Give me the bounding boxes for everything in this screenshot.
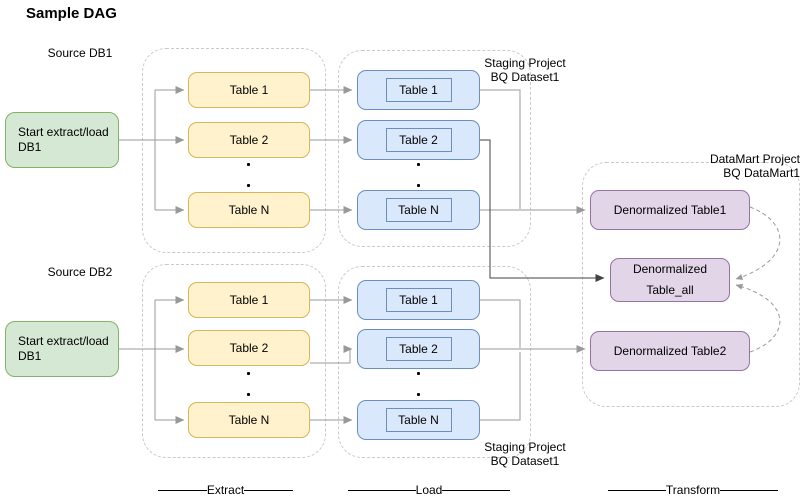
load-db1-table-2: Table 2 — [357, 120, 480, 160]
table-inner-rect: Table N — [385, 408, 452, 432]
ellipsis-dot — [247, 184, 250, 187]
table-inner-rect: Table 2 — [385, 128, 452, 152]
load-db1-table-1: Table 1 — [357, 70, 480, 110]
datamart-project-label: DataMart Project BQ DataMart1 — [687, 152, 800, 180]
stage-label-text: Load — [415, 483, 443, 497]
extract-db2-table-n: Table N — [188, 402, 310, 438]
extract-db1-table-2: Table 2 — [188, 122, 310, 158]
table-inner-rect: Table 2 — [385, 337, 452, 361]
stage-line-right — [244, 489, 293, 491]
stage-label-text: Extract — [206, 483, 245, 497]
denormalized-table2-node: Denormalized Table2 — [590, 331, 750, 371]
stage-line-left — [608, 489, 666, 491]
stage-line-left — [348, 489, 416, 491]
staging-project-line1: Staging Project — [484, 56, 566, 70]
stage-line-right — [720, 489, 779, 491]
extract-db1-table-n: Table N — [188, 192, 310, 228]
ellipsis-dot — [417, 163, 420, 166]
stage-line-left — [158, 489, 207, 491]
table-inner-rect: Table 1 — [385, 288, 452, 312]
start-extract-load-db2-node: Start extract/load DB1 — [5, 321, 119, 377]
start-node-text-line2: DB1 — [18, 349, 42, 363]
start-node-text-line1: Start extract/load — [18, 125, 109, 139]
load-db1-table-n: Table N — [357, 190, 480, 230]
table-inner-rect: Table N — [385, 198, 452, 222]
page-title: Sample DAG — [26, 5, 117, 22]
stage-label-extract: Extract — [158, 483, 293, 497]
source-db2-label: Source DB2 — [47, 265, 113, 279]
start-node-text-line2: DB1 — [18, 140, 42, 154]
ellipsis-dot — [417, 184, 420, 187]
ellipsis-dot — [417, 372, 420, 375]
table-all-line2: Table_all — [646, 283, 694, 297]
ellipsis-dot — [417, 393, 420, 396]
denormalized-table-all-node: Denormalized Table_all — [610, 258, 730, 302]
source-db1-label: Source DB1 — [47, 46, 113, 60]
denormalized-table1-node: Denormalized Table1 — [590, 190, 750, 230]
stage-line-right — [442, 489, 511, 491]
extract-db2-table-2: Table 2 — [188, 330, 310, 366]
stage-label-text: Transform — [665, 483, 721, 497]
ellipsis-dot — [247, 163, 250, 166]
extract-db1-table-1: Table 1 — [188, 72, 310, 108]
staging-project-label-top: Staging Project BQ Dataset1 — [462, 56, 588, 84]
staging-project-line1: Staging Project — [484, 440, 566, 454]
load-db2-table-2: Table 2 — [357, 329, 480, 369]
transform-group — [582, 162, 800, 407]
load-db2-table-1: Table 1 — [357, 280, 480, 320]
stage-label-load: Load — [348, 483, 511, 497]
table-all-line1: Denormalized — [632, 262, 708, 276]
datamart-line2: BQ DataMart1 — [723, 166, 800, 180]
ellipsis-dot — [247, 393, 250, 396]
datamart-line1: DataMart Project — [709, 152, 800, 166]
start-extract-load-db1-node: Start extract/load DB1 — [5, 112, 119, 168]
table-inner-rect: Table 1 — [385, 78, 452, 102]
staging-project-line2: BQ Dataset1 — [490, 454, 560, 468]
load-db2-table-n: Table N — [357, 400, 480, 440]
stage-label-transform: Transform — [608, 483, 779, 497]
staging-project-line2: BQ Dataset1 — [490, 70, 560, 84]
start-node-text-line1: Start extract/load — [18, 334, 109, 348]
staging-project-label-bottom: Staging Project BQ Dataset1 — [462, 440, 588, 468]
extract-db2-table-1: Table 1 — [188, 282, 310, 318]
ellipsis-dot — [247, 372, 250, 375]
